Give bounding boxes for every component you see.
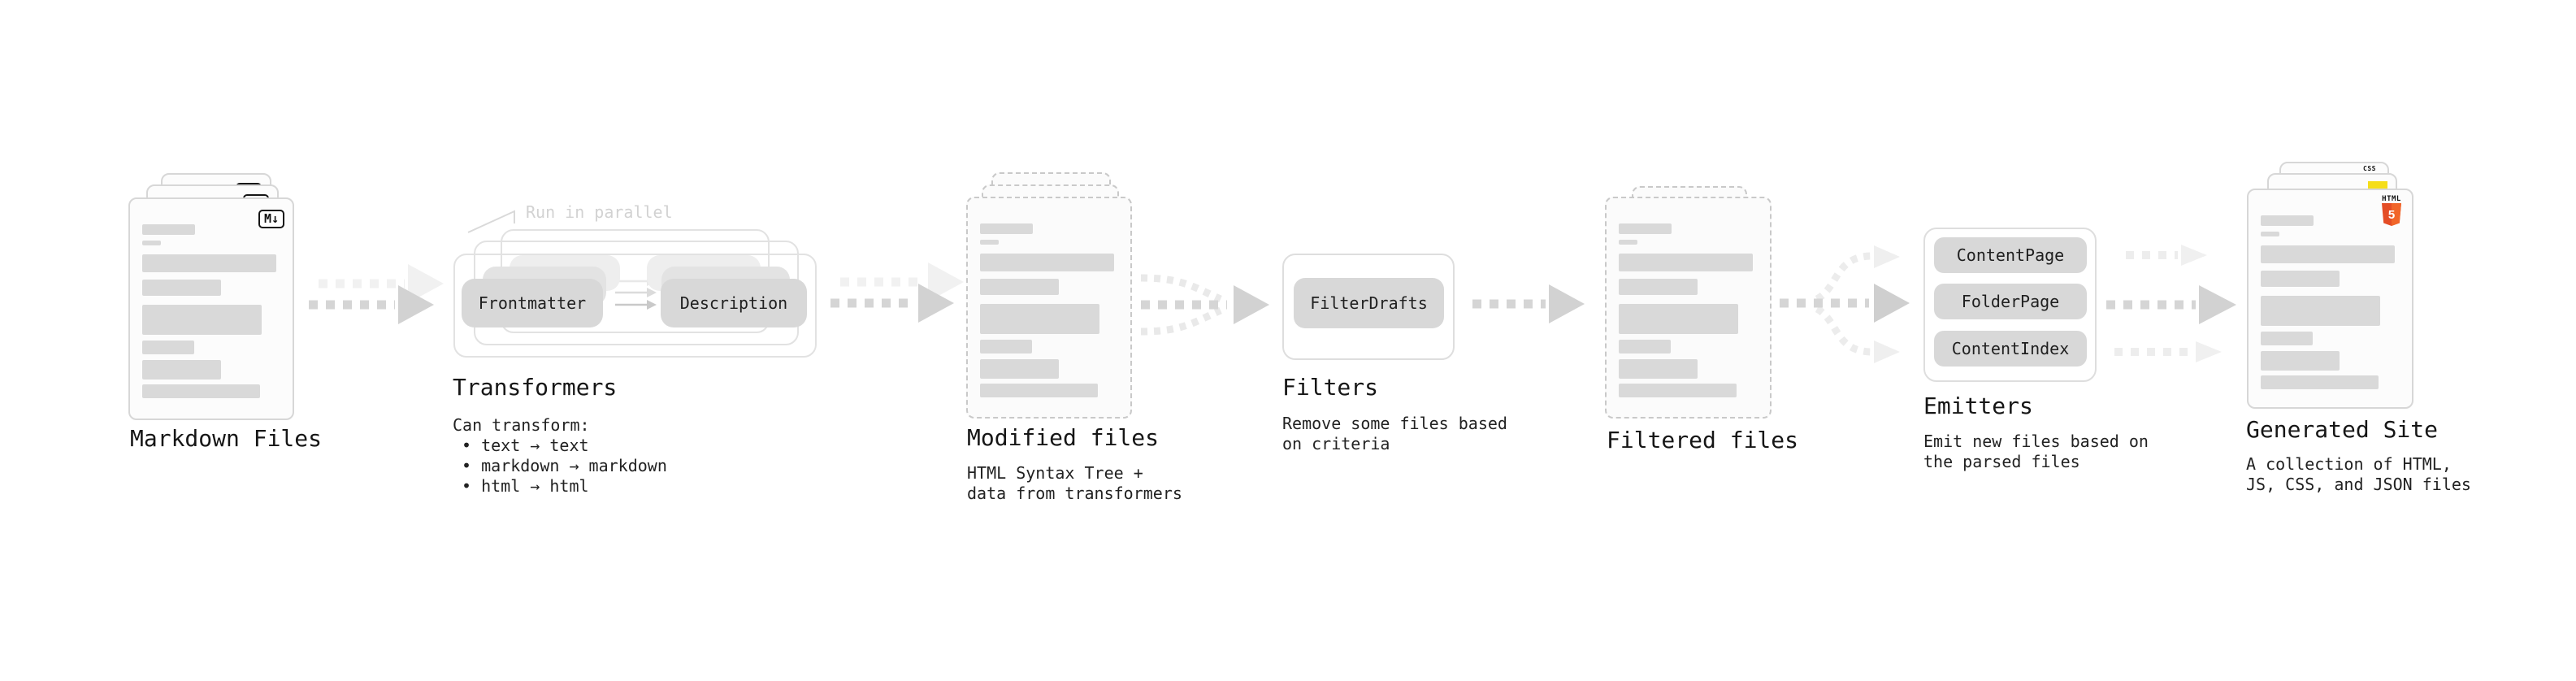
generated-site-desc: A collection of HTML, — [2246, 454, 2452, 474]
text-placeholder-bar — [2261, 296, 2380, 326]
text-placeholder-bar — [142, 305, 262, 335]
arrow-markdown-to-transformers — [309, 264, 444, 324]
filtered-files-title: Filtered files — [1607, 427, 1799, 453]
text-placeholder-bar — [142, 384, 260, 398]
text-placeholder-bar — [2261, 232, 2279, 236]
text-placeholder-bar — [980, 384, 1098, 397]
transformers-bullet: • html → html — [462, 476, 589, 496]
generated-html-card: HTML 5 — [2247, 189, 2413, 409]
arrow-transformers-to-modified — [830, 262, 964, 323]
text-placeholder-bar — [2261, 351, 2340, 371]
filters-desc: on criteria — [1282, 434, 1390, 453]
modified-files-desc: HTML Syntax Tree + — [967, 463, 1143, 483]
markdown-icon: M↓ — [258, 210, 284, 228]
text-placeholder-bar — [1619, 279, 1698, 295]
text-placeholder-bar — [1619, 304, 1738, 334]
text-placeholder-bar — [2261, 332, 2313, 345]
text-placeholder-bar — [142, 254, 276, 272]
generated-site-desc: JS, CSS, and JSON files — [2246, 475, 2471, 494]
modified-files-title: Modified files — [967, 424, 1160, 451]
text-placeholder-bar — [980, 340, 1032, 354]
text-placeholder-bar — [1619, 340, 1671, 354]
description-pill: Description — [661, 279, 807, 327]
text-placeholder-bar — [1619, 223, 1672, 234]
text-placeholder-bar — [980, 304, 1099, 334]
text-placeholder-bar — [2261, 375, 2379, 389]
filterdrafts-pill: FilterDrafts — [1294, 278, 1444, 328]
text-placeholder-bar — [1619, 254, 1753, 271]
text-placeholder-bar — [1619, 359, 1698, 379]
filtered-file-card-front — [1605, 197, 1772, 419]
frontmatter-pill: Frontmatter — [462, 279, 603, 327]
text-placeholder-bar — [1619, 240, 1637, 245]
modified-file-card-front — [966, 197, 1132, 419]
run-in-parallel-annotation: Run in parallel — [526, 202, 673, 222]
text-placeholder-bar — [980, 254, 1114, 271]
arrow-modified-to-filters — [1140, 274, 1269, 336]
filters-desc: Remove some files based — [1282, 414, 1507, 433]
svg-text:5: 5 — [2388, 208, 2395, 222]
text-placeholder-bar — [142, 280, 221, 296]
text-placeholder-bar — [980, 240, 999, 245]
contentpage-pill: ContentPage — [1934, 237, 2087, 273]
text-placeholder-bar — [2261, 245, 2395, 263]
emitters-desc: Emit new files based on — [1923, 432, 2149, 451]
text-placeholder-bar — [2261, 271, 2340, 287]
text-placeholder-bar — [980, 223, 1033, 234]
transformers-title: Transformers — [453, 374, 618, 401]
folderpage-pill: FolderPage — [1934, 284, 2087, 319]
text-placeholder-bar — [142, 360, 221, 380]
text-placeholder-bar — [2261, 215, 2314, 226]
arrow-filtered-to-emitters — [1780, 245, 1910, 363]
transformer-layer-front — [453, 254, 817, 358]
html5-icon: HTML 5 — [2381, 195, 2402, 229]
markdown-file-card-front: M↓ — [128, 197, 294, 420]
arrow-emitters-to-generated — [2106, 245, 2236, 362]
modified-files-desc: data from transformers — [967, 484, 1182, 503]
text-placeholder-bar — [1619, 384, 1737, 397]
text-placeholder-bar — [980, 279, 1059, 295]
transformers-bullet: • text → text — [462, 436, 589, 455]
emitters-title: Emitters — [1923, 393, 2033, 419]
arrow-filters-to-filtered — [1472, 284, 1585, 323]
text-placeholder-bar — [980, 359, 1059, 379]
text-placeholder-bar — [142, 340, 194, 354]
filters-title: Filters — [1282, 374, 1379, 401]
emitters-desc: the parsed files — [1923, 452, 2080, 471]
text-placeholder-bar — [142, 241, 161, 245]
generated-site-title: Generated Site — [2246, 416, 2439, 443]
contentindex-pill: ContentIndex — [1934, 331, 2087, 367]
transformers-desc-heading: Can transform: — [453, 415, 590, 435]
text-placeholder-bar — [142, 224, 195, 235]
markdown-files-title: Markdown Files — [130, 425, 323, 452]
transformers-bullet: • markdown → markdown — [462, 456, 667, 475]
annotation-leader-line — [467, 210, 515, 233]
